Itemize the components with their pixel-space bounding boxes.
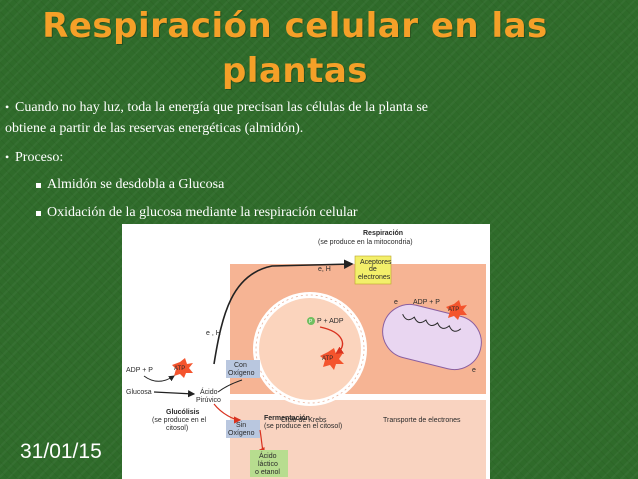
lactic-label-3: o etanol xyxy=(255,469,280,476)
acceptors-label-2: de xyxy=(369,266,377,273)
electron-transport-chain xyxy=(402,314,462,332)
glycolysis-sub-1: (se produce en el xyxy=(152,417,207,424)
bullet-starch-line-2: obtiene a partir de las reservas energét… xyxy=(5,121,304,136)
to-fermentation-arrow xyxy=(213,403,242,424)
electron-arrow-top xyxy=(213,259,354,365)
atp-synthesis-arrow xyxy=(319,326,345,355)
without-oxygen-label-1: Sin xyxy=(236,422,246,429)
sub-bullet-starch-glucose: Almidón se desdobla a Glucosa xyxy=(36,177,224,193)
acceptors-box xyxy=(354,255,392,285)
fermentation-sub: (se produce en el citosol) xyxy=(264,423,342,430)
atp-burst-left xyxy=(172,358,193,378)
acceptors-label-3: electrones xyxy=(358,274,391,281)
pyruvic-acid-label-1: Ácido xyxy=(200,387,218,396)
bullet-process: • Proceso: xyxy=(5,147,63,168)
with-oxygen-box xyxy=(226,360,260,378)
sub-bullet-2-text: Oxidación de la glucosa mediante la resp… xyxy=(47,205,358,220)
lactic-label-1: Ácido xyxy=(259,451,277,460)
glucose-label: Glucosa xyxy=(126,389,152,396)
krebs-cycle-ring xyxy=(253,292,367,406)
lactic-acid-box xyxy=(250,450,288,477)
bullet-process-label: Proceso: xyxy=(15,150,64,165)
phosphate-letter: P xyxy=(309,319,313,325)
e-small-label-1: e xyxy=(394,299,398,306)
bullet-starch-line-1: Cuando no hay luz, toda la energía que p… xyxy=(15,100,428,115)
atp-left-arrow xyxy=(143,375,175,382)
atp-burst-center xyxy=(320,348,344,370)
square-bullet-icon xyxy=(36,210,41,216)
sub-bullet-oxidation: Oxidación de la glucosa mediante la resp… xyxy=(36,205,358,221)
atp-left-label: ATP xyxy=(174,366,185,372)
title-line-1: Respiración celular en las xyxy=(42,6,548,46)
lactic-label-2: láctico xyxy=(258,461,278,468)
electron-transport-label: Transporte de electrones xyxy=(383,417,461,424)
eh-top-label: e, H xyxy=(318,266,331,273)
atp-burst-right xyxy=(446,300,467,320)
glycolysis-title: Glucólisis xyxy=(166,409,200,416)
title-line-2: plantas xyxy=(221,51,369,91)
square-bullet-icon xyxy=(36,182,41,188)
respiration-title: Respiración xyxy=(363,230,403,237)
respiration-subtitle: (se produce en la mitocondria) xyxy=(318,239,413,246)
e-small-label-2: e xyxy=(472,367,476,374)
bullet-dot: • xyxy=(5,150,10,164)
adp-p-left-label: ADP + P xyxy=(126,367,153,374)
eh-mid-label: e , H xyxy=(206,330,221,337)
acceptors-label-1: Aceptores xyxy=(360,259,392,266)
with-oxygen-label-1: Con xyxy=(234,362,247,369)
bullet-starch: • Cuando no hay luz, toda la energía que… xyxy=(5,97,428,139)
without-oxygen-label-2: Oxígeno xyxy=(228,430,255,437)
atp-center-label: ATP xyxy=(322,356,333,362)
electron-transport-membrane xyxy=(382,303,482,371)
fermentation-title: Fermentación xyxy=(264,415,310,422)
pyruvic-acid-label-2: Pirúvico xyxy=(196,397,221,404)
to-oxygen-branch xyxy=(217,379,243,393)
cellular-respiration-diagram: Respiración (se produce en la mitocondri… xyxy=(122,224,490,479)
bullet-dot: • xyxy=(5,100,10,114)
krebs-cycle-ring-dashed xyxy=(255,294,365,404)
glycolysis-sub-2: citosol) xyxy=(166,425,188,432)
adp-p-right-label: ADP + P xyxy=(413,299,440,306)
phosphate-icon xyxy=(307,317,315,325)
without-oxygen-box xyxy=(226,420,260,438)
slide-title: Respiración celular en las plantas xyxy=(0,4,590,94)
slide-date: 31/01/15 xyxy=(20,440,102,463)
krebs-cycle-label: Ciclo de Krebs xyxy=(281,417,327,424)
p-adp-label: P + ADP xyxy=(317,318,344,325)
atp-right-label: ATP xyxy=(448,307,459,313)
with-oxygen-label-2: Oxígeno xyxy=(228,370,255,377)
sub-bullet-1-text: Almidón se desdobla a Glucosa xyxy=(47,177,225,192)
glycolysis-arrow xyxy=(153,390,196,398)
